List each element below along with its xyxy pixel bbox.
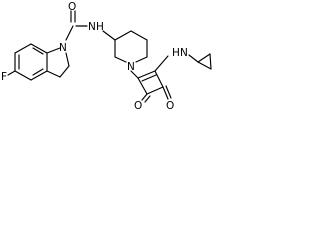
bond-sq-1: [137, 70, 156, 79]
atom-amine-nitrogen: N: [180, 47, 188, 59]
atom-squaric-oxygen-left: O: [134, 100, 142, 112]
bond-n-carbonyl: [65, 25, 74, 41]
atom-piperidine-nitrogen: N: [127, 61, 135, 73]
atom-amide-hydrogen: H: [96, 21, 104, 33]
bond-benz-3: [30, 70, 48, 81]
bond-pip-4: [114, 56, 127, 63]
atom-amide-nitrogen: N: [88, 21, 96, 33]
atom-carboxamide-oxygen: O: [68, 1, 76, 13]
bond-sq-2: [154, 70, 164, 88]
bond-five-2: [65, 52, 70, 67]
bond-sq-o-left-1: [141, 93, 148, 101]
bond-sq-double: [141, 74, 157, 82]
atom-indoline-nitrogen: N: [59, 42, 67, 54]
bond-sq-o-right-1: [162, 86, 169, 100]
bond-c-f: [7, 70, 16, 76]
bond-pipn-square: [130, 70, 139, 79]
atom-squaric-oxygen-right: O: [166, 100, 174, 112]
atom-fluorine: F: [1, 71, 7, 83]
bond-pip-1: [114, 30, 132, 41]
bond-benz-double-1: [32, 47, 44, 55]
bond-nh-pip: [102, 30, 116, 41]
molecule-structure-diagram: F N O N H N H N O O: [1, 1, 212, 112]
bond-benz-1: [30, 43, 48, 54]
bond-sq-o-right-2: [165, 85, 172, 99]
bond-five-3: [59, 65, 70, 78]
bond-cp-2: [209, 53, 212, 70]
bonds: [7, 10, 212, 103]
bond-pip-2: [130, 30, 148, 41]
bond-cp-3: [197, 61, 212, 70]
bond-sq-nh: [154, 55, 169, 72]
bond-five-1: [46, 47, 61, 54]
bond-cp-1: [197, 53, 211, 63]
bond-nh-cp: [188, 54, 199, 63]
bond-five-4: [46, 70, 61, 78]
bond-sq-3: [146, 86, 164, 95]
atom-amine-hydrogen: H: [172, 47, 180, 59]
bond-benz-double-2: [32, 68, 44, 76]
bond-pip-6: [135, 56, 148, 63]
bond-benz-6: [14, 43, 32, 54]
bond-sq-o-left-2: [144, 95, 151, 103]
bond-sq-4: [137, 77, 148, 95]
atom-labels: F N O N H N H N O O: [1, 1, 188, 112]
bond-benz-4: [14, 70, 32, 81]
